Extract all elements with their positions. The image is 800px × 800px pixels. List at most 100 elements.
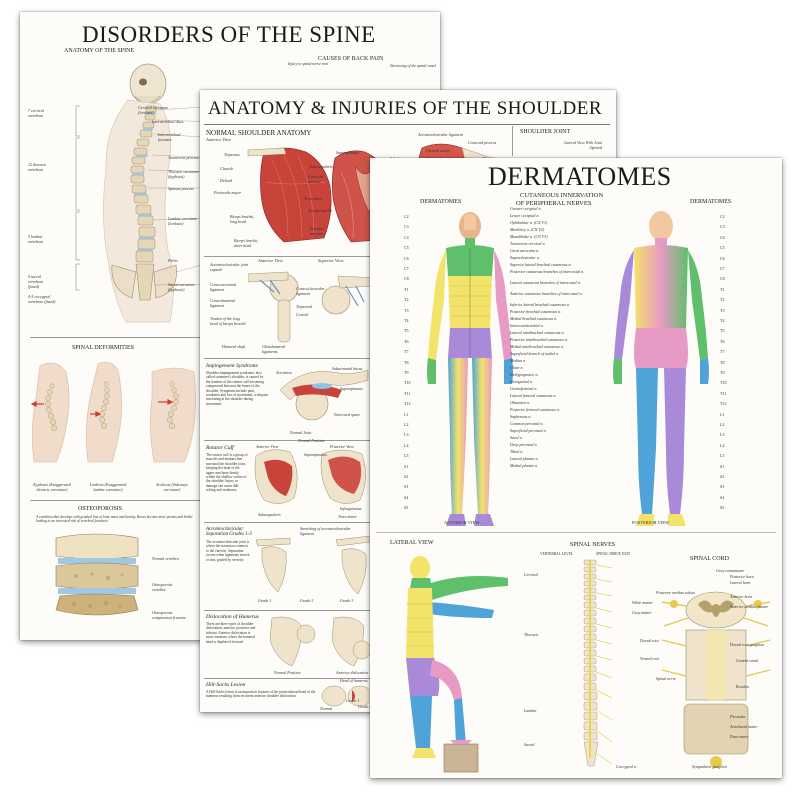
anterior-view-label: Anterior View	[206, 137, 232, 142]
impingement-label-narrowed: Narrowed space	[334, 412, 361, 417]
top-label-ac-ligament: Acromioclavicular ligament	[418, 132, 463, 137]
nerve-label-35: Medial plantar n.	[510, 463, 539, 468]
segment-label: T3	[404, 307, 409, 313]
segment-label: S2	[720, 474, 725, 479]
hillsachs-label-normal: Normal	[320, 706, 333, 711]
segment-label: L3	[720, 432, 725, 438]
divider	[376, 532, 776, 533]
segment-label: T10	[404, 380, 411, 386]
separation-text: The acromioclavicular joint is where the…	[206, 540, 250, 562]
segment-label: C6	[720, 255, 725, 261]
spinal-cord-heading: SPINAL CORD	[690, 556, 729, 562]
nerve-label-27: Posterior femoral cutaneous n.	[510, 407, 560, 412]
ligament-label-coracoacromial: Coracoacromial ligament	[210, 282, 237, 292]
dislocation-label-anterior: Anterior dislocation	[336, 670, 369, 675]
spinal-nerves-illustration	[583, 559, 613, 767]
separation-label-grade3: Grade 3	[340, 598, 354, 603]
cord-label-16: Central canal	[736, 658, 759, 663]
impingement-illustration	[279, 369, 369, 421]
segment-label: T4	[404, 318, 409, 323]
impingement-label-supraspinatus: Supraspinatus	[340, 386, 363, 391]
shoulder-poster-title: ANATOMY & INJURIES OF THE SHOULDER	[208, 98, 603, 119]
nerve-label-7: Supraclavicular n.	[510, 255, 540, 260]
nerve-label-30: Superficial peroneal n.	[510, 428, 547, 433]
subtitle-line-1: CUTANEOUS INNERVATION	[520, 192, 604, 199]
nerve-label-32: Deep peroneal n.	[510, 442, 538, 447]
segment-label: T9	[404, 370, 409, 375]
causes-heading: CAUSES OF BACK PAIN	[318, 56, 384, 62]
osteo-label-normal: Normal vertebra	[152, 556, 179, 561]
segment-label: S3	[404, 484, 409, 490]
segment-label: C8	[720, 276, 725, 282]
cord-label-6: Posterior median sulcus	[656, 590, 695, 595]
dislocation-text: There are three types of shoulder disloc…	[206, 622, 256, 644]
cord-label-15: Sympathetic ganglion	[692, 764, 727, 769]
segment-label: L2	[720, 422, 725, 427]
rotator-label-supraspinatus: Supraspinatus	[304, 452, 327, 457]
posterior-view-caption: POSTERIOR VIEW	[632, 520, 670, 525]
segment-label: T4	[720, 318, 725, 323]
spine-label-thoracic-curvature: Thoracic curvature (kyphosis)	[168, 169, 199, 179]
spine-anatomy-illustration	[75, 63, 220, 323]
hillsachs-heading: Hill-Sachs Lesion	[206, 682, 246, 688]
nerve-label-4: Mandibular n. (CN V3)	[510, 234, 548, 239]
cord-label-0: Gray commissure	[716, 568, 745, 573]
ligament-label-coracoclavicular: Coracoclavicular ligament	[296, 286, 325, 296]
nerve-label-18: Medial antebrachial cutaneous n.	[510, 344, 564, 349]
hillsachs-illustration	[321, 685, 373, 707]
segment-label: T12	[404, 401, 411, 407]
dislocation-label-normal: Normal Position	[274, 670, 301, 675]
cord-label-2: Lateral horn	[730, 580, 751, 585]
region-lumbar: Lumbar	[524, 708, 537, 713]
segment-label: C2	[720, 214, 725, 219]
nerve-label-31: Sural n.	[510, 435, 523, 440]
rotator-label-teres-minor: Teres minor	[338, 514, 357, 519]
segment-label: T12	[720, 401, 727, 407]
segment-label: L2	[404, 422, 409, 427]
rotator-cuff-illustration	[254, 449, 366, 504]
cord-label-17: Rootlets	[736, 684, 750, 689]
spine-label-spinous: Spinous process	[168, 186, 194, 191]
divider	[204, 610, 374, 611]
lateral-view-heading: LATERAL VIEW	[390, 540, 434, 546]
segment-label: T2	[404, 297, 409, 303]
nerve-label-22: Iliohypogastric n.	[510, 372, 539, 377]
segment-label: T1	[404, 286, 409, 292]
muscle-label-biceps-short: Biceps brachii, short head	[234, 238, 259, 248]
posterior-body-illustration	[613, 211, 709, 526]
cord-label-11: Dorsal root ganglion	[730, 642, 764, 647]
region-cervical: Cervical	[524, 572, 538, 577]
segment-label: T3	[720, 307, 725, 313]
segment-label: C4	[720, 234, 725, 240]
region-label-cervical: 7 cervical vertebrae	[28, 108, 44, 118]
segment-label: S4	[720, 494, 725, 500]
lateral-body-illustration	[406, 556, 508, 773]
divider	[204, 256, 374, 257]
acromio-capsule-label: Acromioclavicular joint capsule	[210, 262, 249, 272]
spine-label-sacral-curvature: Sacral curvature (kyphosis)	[168, 282, 195, 292]
region-label-thoracic: 12 thoracic vertebrae	[28, 162, 47, 172]
separation-label-grade2: Grade 2	[300, 598, 314, 603]
pain-label-1: Injury to spinal nerve root	[288, 62, 328, 66]
segment-label: C6	[404, 255, 409, 261]
cord-label-1: Posterior horn	[730, 574, 754, 579]
cord-label-3: Anterior horn	[730, 594, 753, 599]
osteo-label-fracture: Osteoporotic compression fracture	[152, 610, 186, 620]
segment-label: C8	[404, 276, 409, 282]
rotator-label-anterior: Anterior View	[256, 444, 279, 449]
muscle-label-teres-minor: Teres minor	[304, 196, 323, 201]
deformity-caption-scoliosis: Scoliosis (Sideways curvature)	[156, 482, 188, 492]
segment-label: L4	[720, 442, 725, 448]
separation-label-grade1: Grade 1	[258, 598, 272, 603]
nerve-label-34: Lateral plantar n.	[510, 456, 539, 461]
nerve-label-13: Posterior brachial cutaneous n.	[510, 309, 561, 314]
deformity-caption-lordosis: Lordosis (Exaggerated lumbar curvature)	[89, 482, 127, 492]
ligament-illustration-1	[248, 271, 299, 343]
divider	[204, 440, 374, 441]
separation-heading: Acromioclavicular Separation Grades 1-3	[206, 527, 252, 537]
segment-label: C2	[404, 214, 409, 219]
segment-label: T5	[720, 328, 725, 334]
ligament-label-conoid: Conoid	[296, 312, 308, 317]
cord-label-7: Anterior median fissure	[730, 604, 768, 609]
deformities-heading: SPINAL DEFORMITIES	[72, 345, 134, 351]
